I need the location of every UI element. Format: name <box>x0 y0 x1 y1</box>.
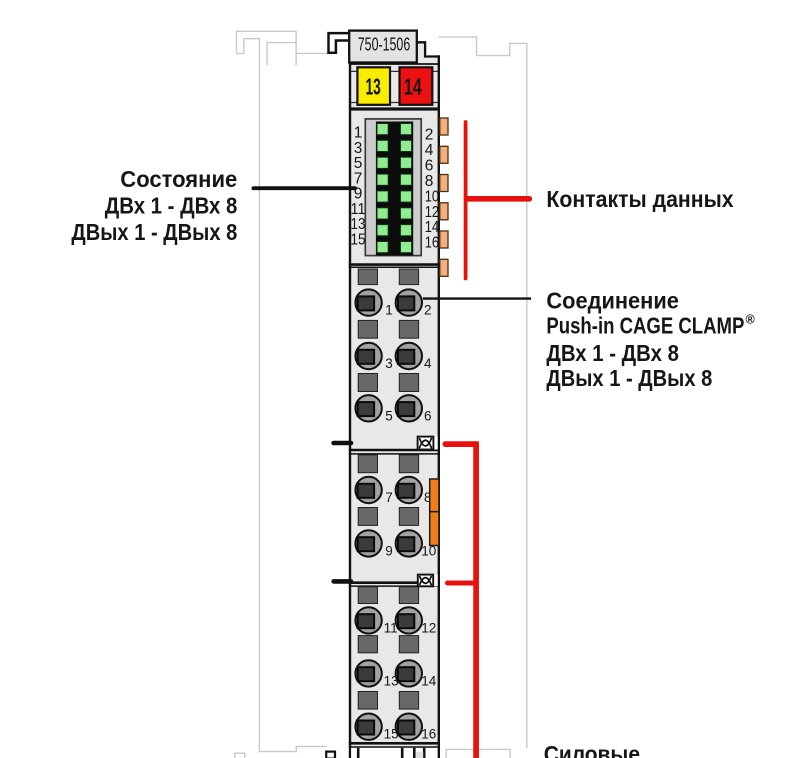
svg-text:5: 5 <box>354 155 363 172</box>
svg-text:14: 14 <box>421 673 437 688</box>
svg-text:Состояние: Состояние <box>120 166 237 192</box>
svg-text:16: 16 <box>425 235 439 252</box>
svg-text:4: 4 <box>424 356 432 371</box>
svg-text:13: 13 <box>351 216 366 233</box>
svg-text:Соединение: Соединение <box>546 287 679 313</box>
svg-text:ДВых 1 - ДВых 8: ДВых 1 - ДВых 8 <box>71 219 237 245</box>
svg-text:10: 10 <box>425 188 440 205</box>
svg-text:11: 11 <box>384 620 398 635</box>
svg-text:15: 15 <box>351 231 366 248</box>
svg-text:16: 16 <box>421 727 436 742</box>
svg-text:13: 13 <box>384 673 399 688</box>
svg-text:13: 13 <box>365 74 380 100</box>
svg-text:3: 3 <box>354 140 363 157</box>
svg-text:ДВх 1 - ДВх 8: ДВх 1 - ДВх 8 <box>105 193 238 219</box>
svg-text:2: 2 <box>424 303 432 318</box>
svg-text:9: 9 <box>354 186 363 203</box>
svg-text:Push-in CAGE CLAMP: Push-in CAGE CLAMP <box>546 312 744 338</box>
svg-text:®: ® <box>746 313 756 327</box>
svg-text:5: 5 <box>385 408 393 423</box>
svg-text:ДВх 1 - ДВх 8: ДВх 1 - ДВх 8 <box>546 340 679 366</box>
svg-text:3: 3 <box>385 356 393 371</box>
svg-text:15: 15 <box>384 727 399 742</box>
svg-text:Контакты данных: Контакты данных <box>546 186 733 212</box>
svg-text:1: 1 <box>354 125 363 142</box>
svg-text:10: 10 <box>421 543 436 558</box>
svg-text:14: 14 <box>425 219 440 236</box>
svg-text:2: 2 <box>425 126 434 143</box>
svg-text:12: 12 <box>425 204 439 221</box>
svg-text:6: 6 <box>424 408 432 423</box>
svg-text:11: 11 <box>351 201 366 218</box>
svg-text:14: 14 <box>404 74 422 100</box>
svg-text:9: 9 <box>385 543 393 558</box>
svg-text:1: 1 <box>385 303 393 318</box>
svg-text:8: 8 <box>424 490 432 505</box>
svg-text:750-1506: 750-1506 <box>358 35 411 55</box>
svg-text:6: 6 <box>425 157 434 174</box>
svg-text:Силовые: Силовые <box>544 741 640 758</box>
svg-text:ДВых 1 - ДВых 8: ДВых 1 - ДВых 8 <box>546 365 712 391</box>
svg-text:12: 12 <box>421 620 436 635</box>
svg-text:7: 7 <box>354 170 363 187</box>
svg-text:7: 7 <box>385 490 393 505</box>
svg-text:8: 8 <box>425 173 434 190</box>
svg-text:4: 4 <box>425 142 434 159</box>
